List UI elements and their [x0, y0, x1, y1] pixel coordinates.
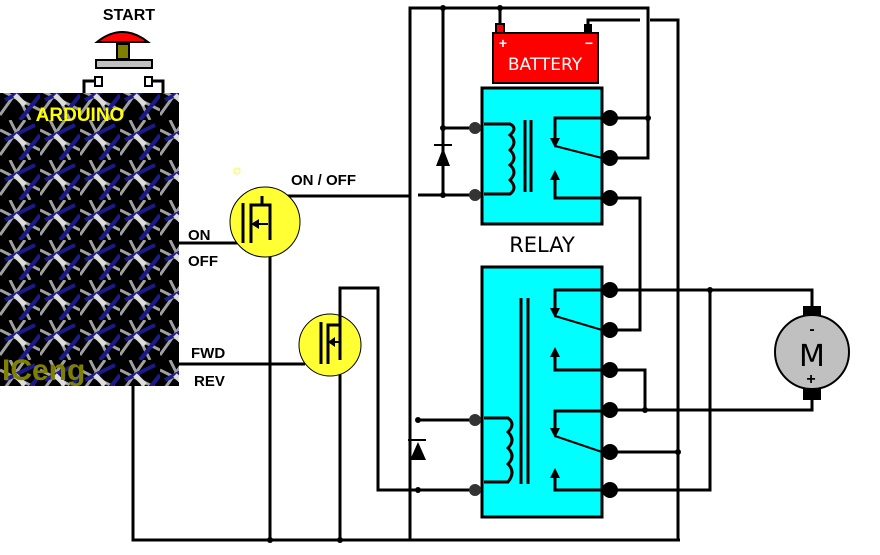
start-label: START	[103, 7, 155, 24]
motor-label: M	[799, 339, 825, 374]
mosfet-on-off	[229, 186, 301, 258]
battery-label: BATTERY	[508, 55, 583, 75]
motor	[774, 306, 850, 400]
fwd-label: FWD	[191, 345, 225, 362]
arduino-label: ARDUINO	[36, 105, 125, 126]
motor-plus: +	[806, 371, 815, 388]
on-label: ON	[188, 227, 211, 244]
relay-lower	[408, 265, 618, 519]
on-off-label: ON / OFF	[291, 172, 356, 189]
wires	[131, 6, 814, 542]
stray-marker	[233, 167, 241, 175]
mosfet-fwd-rev	[298, 313, 362, 377]
rev-label: REV	[194, 373, 225, 390]
battery-plus: +	[499, 35, 507, 51]
junctions	[267, 5, 713, 543]
start-button[interactable]	[82, 31, 165, 93]
off-label: OFF	[188, 253, 218, 270]
battery	[492, 23, 599, 84]
motor-minus: -	[809, 321, 814, 338]
relay-label: RELAY	[509, 233, 575, 257]
arduino-board	[0, 93, 179, 386]
battery-minus: −	[585, 35, 593, 51]
iceng-watermark: ICeng	[2, 354, 85, 387]
relay-upper	[434, 86, 618, 226]
